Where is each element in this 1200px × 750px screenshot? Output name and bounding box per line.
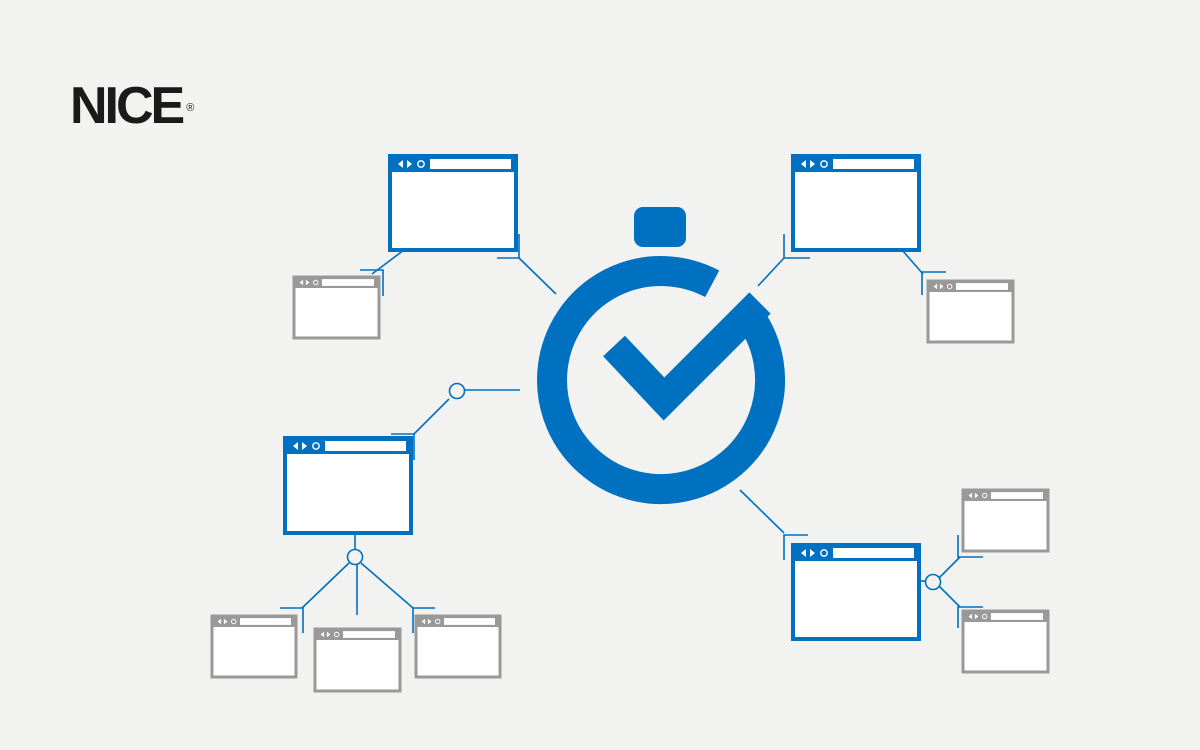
bracket-connector xyxy=(957,535,983,558)
back-arrow-icon xyxy=(299,279,304,286)
browser-window-bottom-right xyxy=(791,543,921,641)
bracket-connector xyxy=(412,607,435,633)
stopwatch-crown xyxy=(634,207,686,247)
forward-arrow-icon xyxy=(974,492,979,499)
forward-arrow-icon xyxy=(810,160,815,168)
connector-node-left xyxy=(448,382,466,400)
bracket-connector xyxy=(957,606,983,628)
bracket-connector xyxy=(783,534,808,560)
small-window-bottom-2 xyxy=(313,627,402,693)
refresh-icon xyxy=(946,283,953,290)
back-arrow-icon xyxy=(801,160,806,168)
address-bar xyxy=(325,441,406,451)
bracket-connector xyxy=(360,269,384,296)
forward-arrow-icon xyxy=(407,160,412,168)
back-arrow-icon xyxy=(293,442,298,450)
logo-text: NICE xyxy=(70,77,185,135)
address-bar xyxy=(991,613,1043,620)
refresh-icon xyxy=(312,279,319,286)
connector-line xyxy=(739,489,785,534)
check-mark xyxy=(603,292,771,421)
connector-line xyxy=(518,257,557,295)
forward-arrow-icon xyxy=(974,613,979,620)
back-arrow-icon xyxy=(933,283,938,290)
connector-line xyxy=(413,398,450,435)
address-bar xyxy=(343,631,395,638)
forward-arrow-icon xyxy=(302,442,307,450)
bracket-connector xyxy=(280,607,304,633)
back-arrow-icon xyxy=(421,618,426,625)
refresh-icon xyxy=(820,549,828,557)
registered-mark: ® xyxy=(186,102,195,114)
address-bar xyxy=(444,618,495,625)
small-window-bottom-3 xyxy=(414,614,502,679)
refresh-icon xyxy=(981,492,988,499)
browser-window-top-left xyxy=(388,154,518,252)
small-window-right-top xyxy=(961,488,1050,553)
connector-node-right xyxy=(924,573,942,591)
small-window-top-right xyxy=(926,279,1015,344)
small-window-right-bottom xyxy=(961,609,1050,674)
connector-line xyxy=(757,257,785,287)
refresh-icon xyxy=(820,160,828,168)
forward-arrow-icon xyxy=(223,618,228,625)
back-arrow-icon xyxy=(968,613,973,620)
forward-arrow-icon xyxy=(305,279,310,286)
small-window-top-left xyxy=(292,275,381,340)
connector-line xyxy=(938,585,961,608)
address-bar xyxy=(991,492,1043,499)
back-arrow-icon xyxy=(968,492,973,499)
small-window-bottom-1 xyxy=(210,614,298,679)
address-bar xyxy=(240,618,291,625)
stopwatch-ring xyxy=(537,256,785,504)
forward-arrow-icon xyxy=(810,549,815,557)
forward-arrow-icon xyxy=(326,631,331,638)
back-arrow-icon xyxy=(320,631,325,638)
address-bar xyxy=(956,283,1008,290)
forward-arrow-icon xyxy=(427,618,432,625)
refresh-icon xyxy=(230,618,237,625)
connector-line xyxy=(301,562,350,609)
connector-line xyxy=(360,562,414,609)
refresh-icon xyxy=(333,631,340,638)
stopwatch-check-icon xyxy=(537,207,785,504)
address-bar xyxy=(430,159,511,169)
connector-line xyxy=(901,249,924,275)
nice-logo: NICE ® xyxy=(70,78,194,136)
connector-node-bottom-left xyxy=(346,548,364,566)
back-arrow-icon xyxy=(801,549,806,557)
refresh-icon xyxy=(434,618,441,625)
back-arrow-icon xyxy=(398,160,403,168)
browser-window-top-right xyxy=(791,154,921,252)
browser-windows xyxy=(210,154,1050,693)
refresh-icon xyxy=(417,160,425,168)
address-bar xyxy=(833,548,914,558)
refresh-icon xyxy=(981,613,988,620)
bracket-connector xyxy=(921,271,946,295)
back-arrow-icon xyxy=(217,618,222,625)
connector-line xyxy=(938,556,961,579)
address-bar xyxy=(322,279,374,286)
browser-window-left xyxy=(283,436,413,535)
connectors xyxy=(280,234,983,633)
address-bar xyxy=(833,159,914,169)
refresh-icon xyxy=(312,442,320,450)
forward-arrow-icon xyxy=(939,283,944,290)
